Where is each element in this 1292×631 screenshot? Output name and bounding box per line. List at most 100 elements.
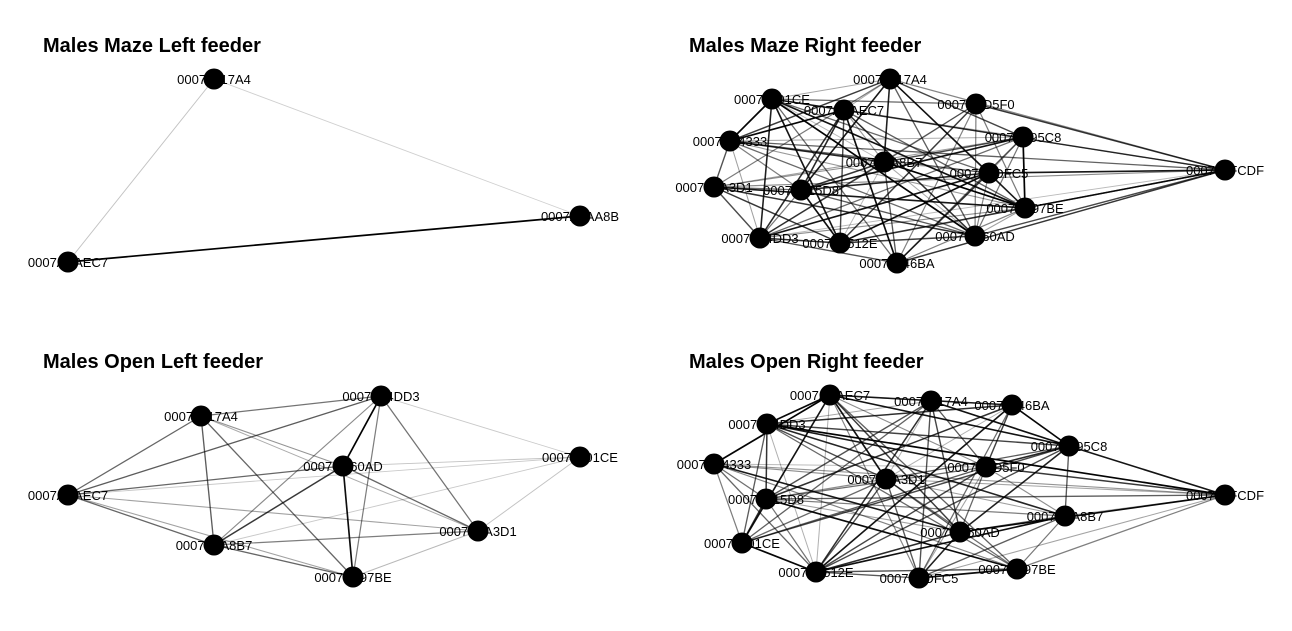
- edge: [352, 395, 382, 578]
- edge: [975, 103, 1226, 171]
- edge: [896, 207, 1026, 264]
- node-label: 0007AAAEC7: [28, 488, 108, 503]
- edge: [815, 571, 920, 579]
- edge: [765, 494, 1226, 500]
- edge: [342, 465, 479, 532]
- node: [1014, 197, 1036, 219]
- edge: [843, 109, 885, 163]
- edge: [918, 494, 1226, 579]
- edge: [213, 465, 344, 546]
- edge: [765, 498, 1066, 517]
- node: [879, 68, 901, 90]
- edge: [729, 140, 976, 237]
- edge: [766, 423, 887, 480]
- edge: [918, 466, 987, 579]
- edge: [759, 169, 1226, 239]
- edge: [759, 161, 885, 239]
- node-label: 0007CB60AD: [935, 229, 1015, 244]
- edge: [800, 136, 1024, 191]
- node: [370, 385, 392, 407]
- edge: [67, 456, 581, 496]
- edge: [352, 530, 479, 578]
- node: [975, 456, 997, 478]
- edge: [766, 394, 831, 425]
- edge: [759, 98, 773, 239]
- node: [1012, 126, 1034, 148]
- edge: [771, 98, 990, 174]
- edge: [765, 498, 1018, 570]
- node: [978, 162, 1000, 184]
- edge: [815, 466, 987, 573]
- node-label: 00070AA8B7: [176, 538, 253, 553]
- edge: [477, 456, 581, 532]
- edge: [729, 140, 802, 191]
- edge: [741, 423, 768, 544]
- edge: [713, 136, 1024, 188]
- node: [755, 488, 777, 510]
- node: [875, 468, 897, 490]
- node: [467, 520, 489, 542]
- edge: [896, 103, 977, 264]
- edge: [918, 568, 1018, 579]
- edge: [766, 423, 817, 573]
- node-label: 00070001CE: [542, 450, 618, 465]
- edge: [380, 395, 479, 532]
- panel-title: Males Open Right feeder: [689, 351, 924, 373]
- edge: [883, 161, 898, 264]
- node-label: 00070C95C8: [1031, 439, 1108, 454]
- edge: [765, 498, 961, 533]
- edge: [885, 478, 920, 579]
- edge: [815, 404, 1013, 573]
- edge: [200, 415, 354, 578]
- edge: [815, 478, 887, 573]
- edge: [839, 172, 990, 244]
- node: [1054, 505, 1076, 527]
- edge: [839, 103, 977, 244]
- edge: [974, 136, 1024, 237]
- node: [569, 446, 591, 468]
- node-label: 00070EA3D1: [847, 472, 924, 487]
- node: [949, 521, 971, 543]
- panel-title: Males Maze Left feeder: [43, 35, 261, 57]
- edge: [67, 78, 215, 263]
- node-label: 00070D97BE: [978, 562, 1056, 577]
- edge: [713, 186, 976, 237]
- edge: [1064, 445, 1070, 517]
- edge: [918, 404, 1013, 579]
- node-label: 0007CB60AD: [920, 525, 1000, 540]
- node: [873, 151, 895, 173]
- node-label: 0007A8AA8B: [541, 209, 619, 224]
- edge: [974, 103, 977, 237]
- edge: [766, 400, 932, 425]
- edge: [930, 400, 1070, 447]
- node-label: 00070001CE: [734, 92, 810, 107]
- edge: [200, 415, 344, 467]
- edge: [342, 465, 354, 578]
- edge: [759, 109, 845, 239]
- edges: [713, 394, 1226, 579]
- node-label: 00070B15D8: [728, 492, 804, 507]
- node: [790, 179, 812, 201]
- edge: [766, 423, 987, 468]
- edge: [759, 172, 990, 239]
- edge: [800, 161, 885, 191]
- node-label: 00070A512E: [778, 565, 854, 580]
- node: [819, 384, 841, 406]
- edge: [839, 235, 976, 244]
- node-label: 0007AAAEC7: [804, 103, 884, 118]
- edge: [885, 478, 1226, 496]
- node: [203, 534, 225, 556]
- edge: [930, 400, 1013, 406]
- node-label: 00070F4DD3: [721, 231, 798, 246]
- edge: [713, 463, 1018, 570]
- edge: [759, 136, 1024, 239]
- edge: [771, 98, 977, 105]
- node-label: 00070017A4: [853, 72, 927, 87]
- edge: [1016, 494, 1226, 570]
- edge: [380, 395, 581, 458]
- network-graph: 00070F4DD300070017A400070001CE0007CB60AD…: [28, 385, 618, 588]
